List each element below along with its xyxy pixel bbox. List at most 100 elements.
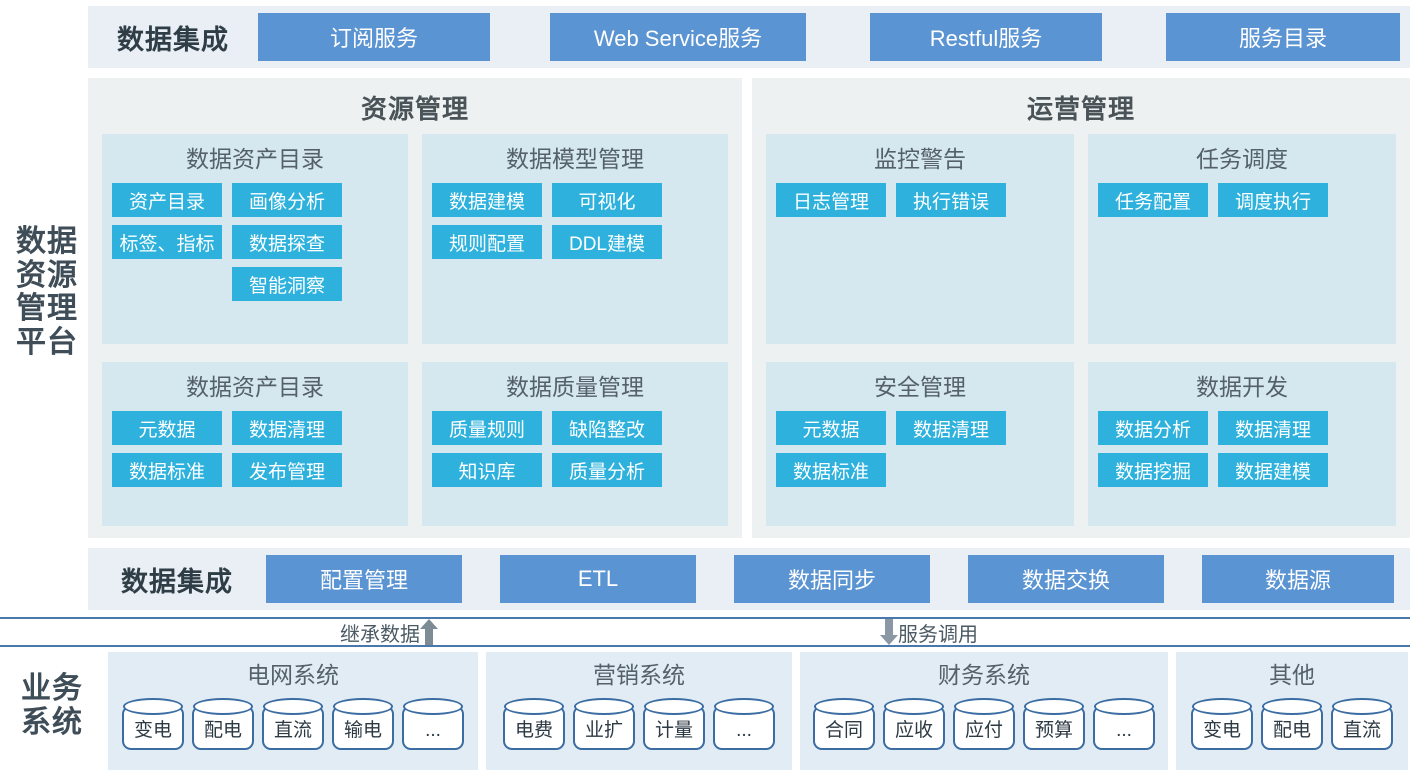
tag-可视化[interactable]: 可视化: [552, 183, 662, 217]
tag-规则配置[interactable]: 规则配置: [432, 225, 542, 259]
tag-数据建模[interactable]: 数据建模: [432, 183, 542, 217]
tag-画像分析[interactable]: 画像分析: [232, 183, 342, 217]
panel-title: 任务调度: [1196, 146, 1288, 172]
business-label-line: 系统: [21, 705, 83, 739]
panel-tag-list: 资产目录画像分析标签、指标数据探查智能洞察: [112, 183, 398, 301]
database-node-label: 输电: [343, 720, 382, 741]
top-band-tile-3[interactable]: Restful服务: [870, 13, 1102, 61]
group-row: 数据资产目录元数据数据清理数据标准发布管理数据质量管理质量规则缺陷整改知识库质量…: [88, 354, 742, 536]
database-icon-应收[interactable]: 应收: [883, 698, 945, 750]
database-icon-预算[interactable]: 预算: [1023, 698, 1085, 750]
service-call-label: 服务调用: [898, 623, 978, 646]
tag-数据标准[interactable]: 数据标准: [112, 453, 222, 487]
database-icon-电费[interactable]: 电费: [503, 698, 565, 750]
panel-数据质量管理: 数据质量管理质量规则缺陷整改知识库质量分析: [422, 362, 728, 526]
database-node-row: 变电配电直流输电...: [108, 698, 478, 750]
bottom-band-tile-1[interactable]: 配置管理: [266, 555, 462, 603]
tag-数据探查[interactable]: 数据探查: [232, 225, 342, 259]
platform-label-line: 资源: [16, 258, 78, 292]
database-node-label: 变电: [133, 720, 172, 741]
panel-tag-list: 数据分析数据清理数据挖掘数据建模: [1098, 411, 1386, 487]
platform-label-line: 管理: [16, 292, 78, 326]
panel-数据资产目录: 数据资产目录元数据数据清理数据标准发布管理: [102, 362, 408, 526]
database-icon-配电[interactable]: 配电: [192, 698, 254, 750]
database-node-label: ...: [425, 720, 441, 741]
tag-数据分析[interactable]: 数据分析: [1098, 411, 1208, 445]
database-icon-输电[interactable]: 输电: [332, 698, 394, 750]
panel-tag-list: 元数据数据清理数据标准: [776, 411, 1064, 487]
business-system-title: 营销系统: [593, 662, 685, 688]
business-label-line: 业务: [21, 672, 83, 705]
database-icon-变电[interactable]: 变电: [122, 698, 184, 750]
inherit-data-label: 继承数据: [340, 623, 420, 646]
arrow-down-icon: [880, 619, 898, 645]
database-node-label: ...: [736, 720, 752, 741]
panel-任务调度: 任务调度任务配置调度执行: [1088, 134, 1396, 344]
bottom-data-integration-band: 数据集成 配置管理 ETL 数据同步数据交换数据源: [88, 548, 1410, 610]
tag-缺陷整改[interactable]: 缺陷整改: [552, 411, 662, 445]
database-icon-配电[interactable]: 配电: [1261, 698, 1323, 750]
tag-资产目录[interactable]: 资产目录: [112, 183, 222, 217]
tag-质量规则[interactable]: 质量规则: [432, 411, 542, 445]
tag-数据标准[interactable]: 数据标准: [776, 453, 886, 487]
panel-title: 数据质量管理: [506, 374, 644, 400]
tag-数据建模[interactable]: 数据建模: [1218, 453, 1328, 487]
database-icon-...[interactable]: ...: [1093, 698, 1155, 750]
tag-数据清理[interactable]: 数据清理: [232, 411, 342, 445]
database-icon-...[interactable]: ...: [402, 698, 464, 750]
tag-数据挖掘[interactable]: 数据挖掘: [1098, 453, 1208, 487]
tag-质量分析[interactable]: 质量分析: [552, 453, 662, 487]
business-system-营销系统: 营销系统电费业扩计量...: [486, 652, 792, 770]
bottom-band-tile-5[interactable]: 数据源: [1202, 555, 1394, 603]
tag-发布管理[interactable]: 发布管理: [232, 453, 342, 487]
tag-数据清理[interactable]: 数据清理: [1218, 411, 1328, 445]
top-band-tile-4[interactable]: 服务目录: [1166, 13, 1400, 61]
panel-数据资产目录: 数据资产目录资产目录画像分析标签、指标数据探查智能洞察: [102, 134, 408, 344]
database-node-row: 电费业扩计量...: [486, 698, 792, 750]
database-icon-业扩[interactable]: 业扩: [573, 698, 635, 750]
group-title: 运营管理: [1026, 94, 1135, 124]
panel-tag-list: 日志管理执行错误: [776, 183, 1064, 217]
database-node-label: 应收: [894, 720, 933, 741]
tag-任务配置[interactable]: 任务配置: [1098, 183, 1208, 217]
group-row: 安全管理元数据数据清理数据标准数据开发数据分析数据清理数据挖掘数据建模: [752, 354, 1410, 536]
panel-tag-list: 任务配置调度执行: [1098, 183, 1386, 217]
database-icon-计量[interactable]: 计量: [643, 698, 705, 750]
database-node-label: ...: [1116, 720, 1132, 741]
top-band-tile-2[interactable]: Web Service服务: [550, 13, 806, 61]
bottom-band-tile-3[interactable]: 数据同步: [734, 555, 930, 603]
tag-标签、指标[interactable]: 标签、指标: [112, 225, 222, 259]
panel-安全管理: 安全管理元数据数据清理数据标准: [766, 362, 1074, 526]
panel-tag-list: 元数据数据清理数据标准发布管理: [112, 411, 398, 487]
tag-元数据[interactable]: 元数据: [112, 411, 222, 445]
connector-band: 继承数据 服务调用: [0, 617, 1410, 647]
top-band-tile-1[interactable]: 订阅服务: [258, 13, 490, 61]
business-system-title: 其他: [1269, 662, 1315, 688]
panel-title: 监控警告: [874, 146, 966, 172]
tag-元数据[interactable]: 元数据: [776, 411, 886, 445]
database-node-row: 变电配电直流: [1176, 698, 1408, 750]
tag-数据清理[interactable]: 数据清理: [896, 411, 1006, 445]
tag-日志管理[interactable]: 日志管理: [776, 183, 886, 217]
database-icon-合同[interactable]: 合同: [813, 698, 875, 750]
tag-知识库[interactable]: 知识库: [432, 453, 542, 487]
database-icon-直流[interactable]: 直流: [262, 698, 324, 750]
database-icon-应付[interactable]: 应付: [953, 698, 1015, 750]
tag-执行错误[interactable]: 执行错误: [896, 183, 1006, 217]
panel-title: 数据开发: [1196, 374, 1288, 400]
bottom-band-tile-4[interactable]: 数据交换: [968, 555, 1164, 603]
tag-调度执行[interactable]: 调度执行: [1218, 183, 1328, 217]
platform-label-line: 数据: [16, 225, 78, 258]
bottom-band-title: 数据集成: [121, 566, 233, 597]
database-icon-...[interactable]: ...: [713, 698, 775, 750]
group-operations-management: 运营管理 监控警告日志管理执行错误任务调度任务配置调度执行安全管理元数据数据清理…: [752, 78, 1410, 538]
platform-side-label: 数据 资源 管理 平台: [6, 225, 88, 359]
database-icon-变电[interactable]: 变电: [1191, 698, 1253, 750]
database-icon-直流[interactable]: 直流: [1331, 698, 1393, 750]
tag-DDL建模[interactable]: DDL建模: [552, 225, 662, 259]
bottom-band-tile-2[interactable]: ETL: [500, 555, 696, 603]
panel-title: 数据资产目录: [186, 146, 324, 172]
tag-智能洞察[interactable]: 智能洞察: [232, 267, 342, 301]
